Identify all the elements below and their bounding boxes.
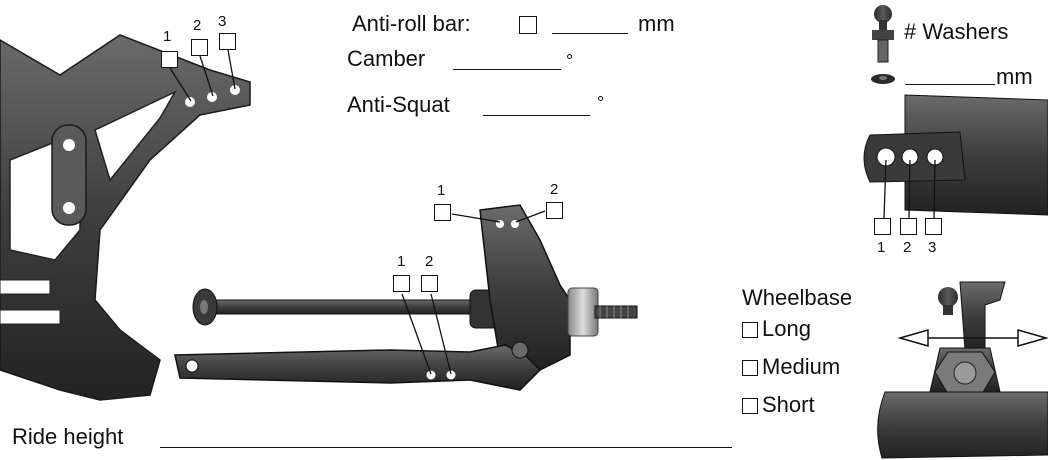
hub-hole-number: 2	[903, 239, 912, 256]
camber-blank[interactable]	[453, 69, 561, 70]
wheelbase-option-short[interactable]: Short	[742, 394, 815, 416]
hub-carrier-drawing	[863, 94, 1048, 216]
antiroll-bar-blank[interactable]	[552, 33, 628, 34]
wheelbase-long-checkbox[interactable]	[742, 322, 758, 338]
washers-blank[interactable]	[905, 84, 995, 85]
hub-hole-checkbox[interactable]	[874, 218, 891, 235]
arm-hole-number: 2	[425, 253, 434, 270]
arm-hole-checkbox[interactable]	[393, 275, 410, 292]
wheelbase-medium-checkbox[interactable]	[742, 360, 758, 376]
tower-hole-number: 2	[193, 17, 202, 34]
arm-hole-number: 1	[397, 253, 406, 270]
hub-hole-checkbox[interactable]	[925, 218, 942, 235]
wheelbase-option-medium[interactable]: Medium	[742, 356, 840, 378]
hub-hole-number: 3	[928, 239, 937, 256]
ball-stud-drawing	[871, 5, 895, 84]
camber-unit: °	[566, 51, 574, 71]
tower-hole-checkbox[interactable]	[161, 51, 178, 68]
antisquat-label: Anti-Squat	[347, 92, 450, 117]
upright-hole-checkbox[interactable]	[434, 204, 451, 221]
shock-tower-drawing	[0, 34, 251, 401]
antisquat-unit: °	[597, 93, 605, 113]
washers-label: # Washers	[904, 19, 1009, 44]
arm-hole-checkbox[interactable]	[421, 275, 438, 292]
hub-hole-checkbox[interactable]	[900, 218, 917, 235]
camber-label: Camber	[347, 46, 426, 71]
rear-suspension-drawing	[174, 204, 638, 391]
hub-hole-number: 1	[877, 239, 886, 256]
tower-hole-checkbox[interactable]	[191, 39, 208, 56]
antisquat-blank[interactable]	[483, 115, 590, 116]
leader-lines	[169, 49, 936, 375]
ride-height-label: Ride height	[12, 424, 124, 449]
antiroll-bar-unit: mm	[638, 11, 675, 36]
antiroll-bar-checkbox[interactable]	[519, 16, 537, 34]
upright-hole-number: 2	[550, 181, 559, 198]
wheelbase-option-label: Short	[762, 392, 815, 417]
tower-hole-number: 1	[163, 28, 172, 45]
tower-hole-number: 3	[218, 13, 227, 30]
wheelbase-option-long[interactable]: Long	[742, 318, 811, 340]
antiroll-bar-label: Anti-roll bar:	[352, 11, 471, 36]
wheelbase-title: Wheelbase	[742, 285, 853, 310]
wheelbase-option-label: Medium	[762, 354, 841, 379]
tower-hole-checkbox[interactable]	[219, 33, 236, 50]
ride-height-blank[interactable]	[160, 447, 732, 448]
wheelbase-short-checkbox[interactable]	[742, 398, 758, 414]
washers-unit: mm	[996, 64, 1033, 89]
wheelbase-hub-drawing	[877, 281, 1048, 459]
upright-hole-checkbox[interactable]	[546, 202, 563, 219]
wheelbase-option-label: Long	[762, 316, 811, 341]
upright-hole-number: 1	[437, 182, 446, 199]
